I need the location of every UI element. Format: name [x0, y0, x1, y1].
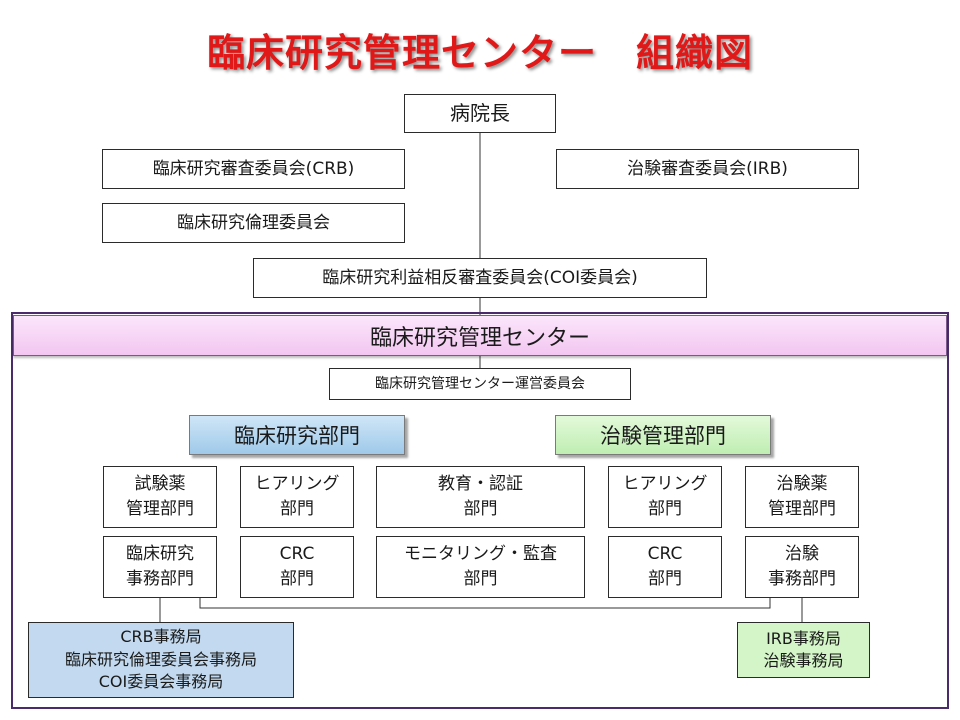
connector-office-units [199, 597, 771, 609]
ethics-committee-box: 臨床研究倫理委員会 [102, 203, 405, 243]
office-left: CRB事務局 臨床研究倫理委員会事務局 COI委員会事務局 [28, 622, 294, 698]
irb-committee-box: 治験審査委員会(IRB) [556, 149, 859, 189]
dept-clinical-research: 臨床研究部門 [189, 415, 405, 455]
center-header: 臨床研究管理センター [13, 315, 947, 356]
office-right: IRB事務局 治験事務局 [737, 622, 870, 678]
center-frame [11, 312, 949, 709]
coi-committee-box: 臨床研究利益相反審査委員会(COI委員会) [253, 258, 707, 298]
unit-crc-right: CRC 部門 [608, 536, 722, 598]
page-title: 臨床研究管理センター 組織図 [206, 31, 753, 75]
crb-committee-box: 臨床研究審査委員会(CRB) [102, 149, 405, 189]
director-box: 病院長 [404, 94, 556, 133]
unit-crc-left: CRC 部門 [240, 536, 354, 598]
unit-monitoring: モニタリング・監査 部門 [376, 536, 585, 598]
unit-education: 教育・認証 部門 [376, 466, 585, 528]
unit-office-trial: 治験 事務部門 [745, 536, 859, 598]
steering-committee-box: 臨床研究管理センター運営委員会 [329, 368, 631, 400]
unit-hearing-right: ヒアリング 部門 [608, 466, 722, 528]
unit-drug-clinical: 試験薬 管理部門 [103, 466, 217, 528]
unit-drug-trial: 治験薬 管理部門 [745, 466, 859, 528]
unit-office-clinical: 臨床研究 事務部門 [103, 536, 217, 598]
unit-hearing-left: ヒアリング 部門 [240, 466, 354, 528]
dept-trial-management: 治験管理部門 [555, 415, 771, 455]
